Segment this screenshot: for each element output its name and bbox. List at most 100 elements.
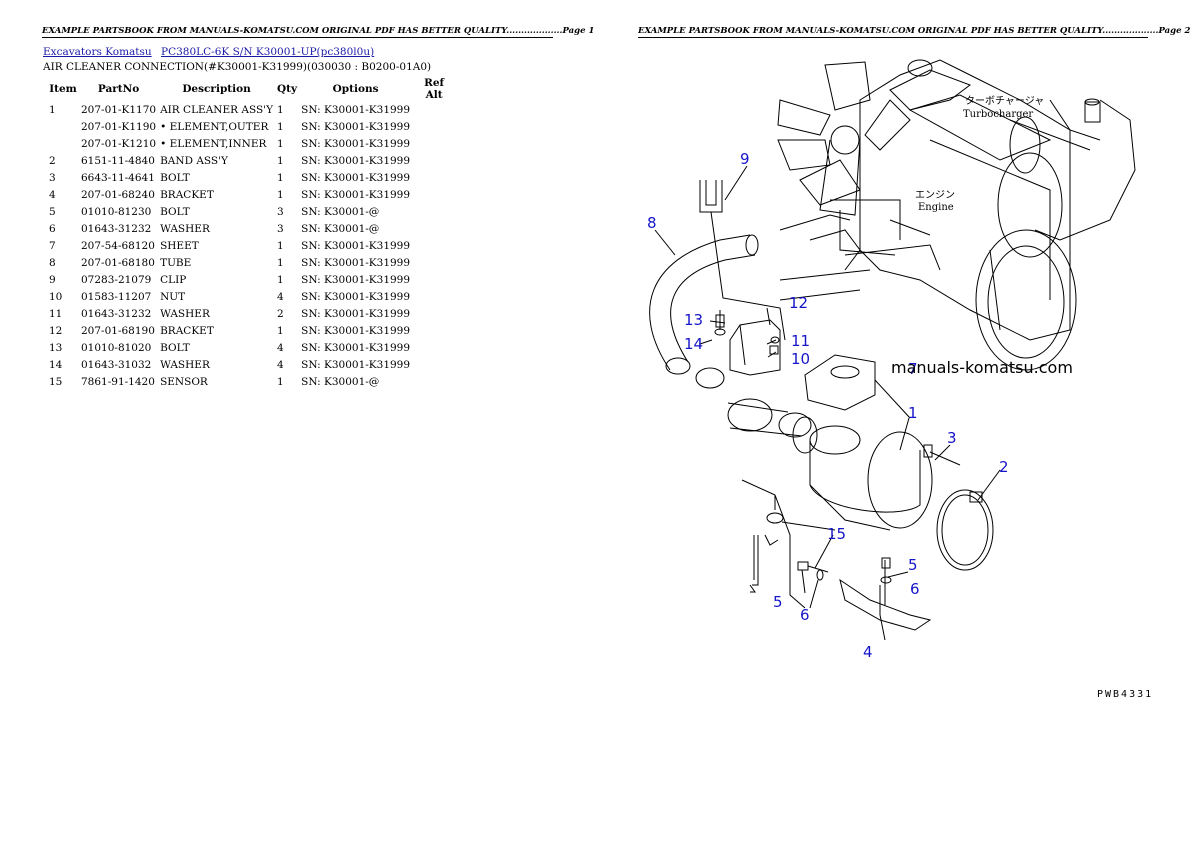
cell-qty: 2 [277,307,284,320]
cell-refalt [412,322,456,339]
engine-drawing [779,59,1071,341]
cell-options: SN: K30001-K31999 [301,171,411,184]
callout-9: 9 [740,150,750,168]
cell-options: SN: K30001-@ [301,375,380,388]
breadcrumb: Excavators Komatsu PC380LC-6K S/N K30001… [43,46,380,58]
cell-refalt [412,271,456,288]
cell-description: BAND ASS'Y [160,154,228,167]
callout-13: 13 [684,311,703,329]
cell-refalt [412,254,456,271]
cell-options: SN: K30001-K31999 [301,256,411,269]
cell-qty: 1 [277,171,284,184]
cell-item: 8 [49,256,56,269]
col-header-partno: PartNo [97,83,140,95]
exploded-parts-diagram: エンジン Engine ターボチャージャ Turbocharger [647,59,1136,661]
cell-qty: 1 [277,154,284,167]
cell-qty: 1 [277,273,284,286]
cell-qty: 1 [277,103,284,116]
cell-qty: 4 [277,290,284,303]
cell-refalt [412,288,456,305]
callout-10: 10 [791,350,810,368]
cell-options: SN: K30001-@ [301,205,380,218]
cell-qty: 1 [277,256,284,269]
cell-refalt [412,203,456,220]
cell-qty: 3 [277,222,284,235]
cell-item [43,135,79,152]
cell-refalt [412,356,456,373]
cell-item [43,118,79,135]
cell-qty: 3 [277,205,284,218]
cell-item: 10 [49,290,63,303]
callout-leaders [654,165,1001,641]
cell-qty: 1 [277,120,284,133]
callout-11: 11 [791,332,810,350]
cell-options: SN: K30001-K31999 [301,239,411,252]
cell-refalt [412,305,456,322]
cell-description: • ELEMENT,INNER [160,137,267,150]
callout-2: 2 [999,458,1009,476]
turbocharger-drawing [975,98,1136,371]
bracket-12-drawing [714,310,781,376]
cell-description: BRACKET [160,324,214,337]
cell-options: SN: K30001-K31999 [301,273,411,286]
cell-item: 11 [49,307,63,320]
cell-partno: 01643-31232 [81,307,152,320]
callout-14: 14 [684,335,703,353]
fan-drawing [777,61,911,216]
cell-partno: 6151-11-4840 [81,154,155,167]
watermark: manuals-komatsu.com [891,358,1073,377]
turbocharger-label-en: Turbocharger [963,109,1033,120]
callout-8: 8 [647,214,657,232]
cell-partno: 01010-81020 [81,341,152,354]
engine-label-jp: エンジン [915,190,955,201]
cell-item: 9 [49,273,56,286]
cell-partno: 207-54-68120 [81,239,155,252]
col-header-options: Options [332,83,379,95]
section-title: AIR CLEANER CONNECTION(#K30001-K31999)(0… [43,61,432,73]
cell-description: BOLT [160,205,190,218]
cell-partno: 7861-91-1420 [81,375,155,388]
cell-description: BRACKET [160,188,214,201]
turbocharger-label-jp: ターボチャージャ [965,95,1044,107]
cell-refalt [412,101,456,118]
cell-item: 13 [49,341,63,354]
cell-partno: 6643-11-4641 [81,171,155,184]
cell-qty: 4 [277,358,284,371]
cell-qty: 1 [277,137,284,150]
cell-refalt [412,186,456,203]
cell-options: SN: K30001-K31999 [301,120,411,133]
cell-partno: 01010-81230 [81,205,152,218]
cell-refalt [412,220,456,237]
cell-options: SN: K30001-@ [301,222,380,235]
cell-options: SN: K30001-K31999 [301,188,411,201]
callout-6b: 6 [910,580,920,598]
cell-qty: 1 [277,375,284,388]
breadcrumb-link-model[interactable]: PC380LC-6K S/N K30001-UP(pc380l0u) [161,46,375,58]
breadcrumb-link-excavators[interactable]: Excavators Komatsu [43,46,152,58]
cell-item: 14 [49,358,63,371]
tube-drawing [649,214,851,375]
cell-qty: 1 [277,239,284,252]
cell-item: 4 [49,188,56,201]
air-cleaner-drawing [809,425,933,531]
cell-item: 6 [49,222,56,235]
cell-item: 1 [49,103,56,116]
callout-1: 1 [908,404,918,422]
page1-header: EXAMPLE PARTSBOOK FROM MANUALS-KOMATSU.C… [42,26,595,38]
cell-refalt [412,152,456,169]
cell-partno: 207-01-68240 [81,188,155,201]
cell-qty: 4 [277,341,284,354]
table-header-row: Item PartNo Description Qty Options Ref … [43,77,456,101]
cell-item: 15 [49,375,63,388]
cell-partno: 01643-31232 [81,222,152,235]
